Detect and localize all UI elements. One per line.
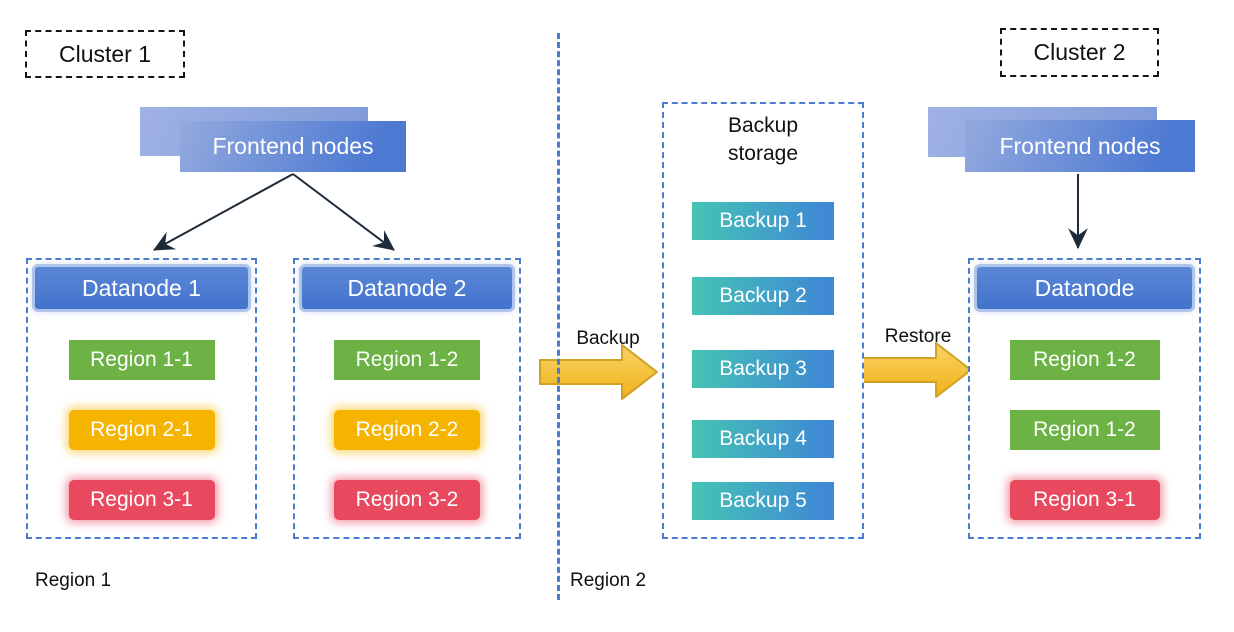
- datanode1-header: Datanode 1: [35, 267, 248, 309]
- region2-caption: Region 2: [570, 570, 647, 591]
- frontend1-to-datanode1-arrow: [153, 173, 294, 251]
- frontend1-node: Frontend nodes: [180, 121, 406, 172]
- region-box: Region 3-1: [68, 480, 215, 520]
- backup-item: Backup 3: [692, 350, 834, 388]
- region1-caption: Region 1: [35, 570, 112, 591]
- region-box: Region 1-2: [1009, 340, 1160, 380]
- region-box: Region 2-2: [334, 410, 480, 450]
- region-box: Region 1-2: [334, 340, 480, 380]
- backup-storage-title: Backup storage: [664, 112, 862, 168]
- backup-item: Backup 5: [692, 482, 834, 520]
- region-box: Region 1-1: [68, 340, 215, 380]
- cluster1-label: Cluster 1: [25, 30, 185, 78]
- backup-storage-title-line2: storage: [727, 142, 799, 165]
- backup-storage-container: Backup storage Backup 1 Backup 2 Backup …: [662, 102, 864, 539]
- backup-flow-arrow: [539, 344, 658, 400]
- frontend2-label: Frontend nodes: [999, 132, 1161, 159]
- backup-storage-title-line1: Backup: [727, 114, 799, 137]
- frontend1-to-datanode2-arrow: [292, 173, 395, 251]
- frontend2-node: Frontend nodes: [965, 120, 1195, 172]
- cluster2-label-text: Cluster 2: [1033, 39, 1126, 65]
- datanode1-title: Datanode 1: [82, 274, 201, 301]
- datanode-restored-container: Datanode Region 1-2 Region 1-2 Region 3-…: [968, 258, 1201, 539]
- datanode-restored-header: Datanode: [977, 267, 1192, 309]
- datanode1-container: Datanode 1 Region 1-1 Region 2-1 Region …: [26, 258, 257, 539]
- frontend1-label: Frontend nodes: [212, 133, 374, 159]
- region-box: Region 1-2: [1009, 410, 1160, 450]
- cluster1-label-text: Cluster 1: [58, 40, 152, 67]
- backup-flow-label: Backup: [576, 328, 640, 349]
- datanode2-title: Datanode 2: [347, 274, 467, 301]
- region-box: Region 3-1: [1009, 480, 1160, 520]
- datanode2-header: Datanode 2: [302, 267, 512, 309]
- restore-flow-arrow: [854, 342, 972, 398]
- backup-item: Backup 1: [692, 202, 834, 240]
- region-box: Region 3-2: [334, 480, 480, 520]
- region-box: Region 2-1: [68, 410, 215, 450]
- region-divider-line: [557, 33, 560, 600]
- backup-item: Backup 2: [692, 277, 834, 315]
- datanode-restored-title: Datanode: [1034, 274, 1135, 301]
- backup-item: Backup 4: [692, 420, 834, 458]
- datanode2-container: Datanode 2 Region 1-2 Region 2-2 Region …: [293, 258, 521, 539]
- cluster2-label: Cluster 2: [1000, 28, 1159, 77]
- restore-flow-label: Restore: [884, 326, 952, 347]
